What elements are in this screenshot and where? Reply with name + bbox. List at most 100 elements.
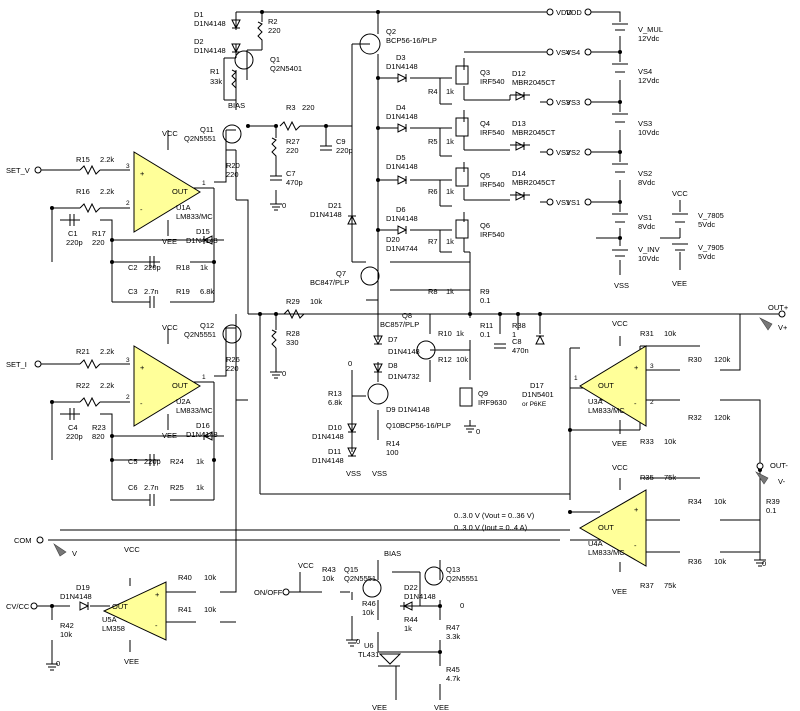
probe-markers: [53, 317, 773, 557]
svg-text:SET_V: SET_V: [6, 166, 30, 175]
svg-text:VS3: VS3: [638, 119, 652, 128]
svg-text:10k: 10k: [362, 608, 374, 617]
svg-text:D1N4148: D1N4148: [312, 432, 344, 441]
svg-text:D1N4148: D1N4148: [386, 214, 418, 223]
voltage-probe-icon: [755, 471, 769, 485]
svg-text:1k: 1k: [196, 457, 204, 466]
svg-text:75k: 75k: [664, 473, 676, 482]
svg-text:-: -: [634, 541, 637, 550]
svg-text:R30: R30: [688, 355, 702, 364]
svg-text:D11: D11: [328, 447, 341, 456]
svg-text:D17: D17: [530, 381, 544, 390]
svg-text:-: -: [634, 399, 637, 408]
svg-text:R23: R23: [92, 423, 106, 432]
svg-text:VS2: VS2: [556, 148, 570, 157]
svg-text:2: 2: [650, 399, 654, 406]
svg-text:1k: 1k: [446, 287, 454, 296]
svg-text:BC847/PLP: BC847/PLP: [310, 278, 349, 287]
svg-text:D19: D19: [76, 583, 90, 592]
svg-text:D1N4744: D1N4744: [386, 244, 418, 253]
svg-text:VS4: VS4: [556, 48, 570, 57]
svg-text:Q6: Q6: [480, 221, 490, 230]
svg-text:470n: 470n: [512, 346, 529, 355]
svg-text:OUT-: OUT-: [770, 461, 788, 470]
svg-text:220p: 220p: [144, 457, 161, 466]
svg-text:R24: R24: [170, 457, 184, 466]
svg-text:Q4: Q4: [480, 119, 490, 128]
svg-text:VDD: VDD: [566, 8, 582, 17]
svg-text:C6: C6: [128, 483, 138, 492]
svg-text:Q1: Q1: [270, 55, 280, 64]
svg-text:R20: R20: [226, 161, 240, 170]
svg-text:R22: R22: [76, 381, 90, 390]
svg-text:OUT: OUT: [598, 381, 614, 390]
svg-text:R46: R46: [362, 599, 376, 608]
svg-text:VS1: VS1: [556, 198, 570, 207]
svg-text:D14: D14: [512, 169, 526, 178]
svg-text:10k: 10k: [664, 437, 676, 446]
svg-text:V_7905: V_7905: [698, 243, 724, 252]
svg-text:8Vdc: 8Vdc: [638, 178, 655, 187]
svg-text:2.7n: 2.7n: [144, 287, 159, 296]
svg-text:U6: U6: [364, 641, 374, 650]
svg-text:IRF9630: IRF9630: [478, 398, 507, 407]
svg-text:470p: 470p: [286, 178, 303, 187]
svg-text:R5: R5: [428, 137, 438, 146]
svg-text:BIAS: BIAS: [384, 549, 401, 558]
svg-text:R34: R34: [688, 497, 702, 506]
voltage-probe-icon: [759, 317, 773, 331]
svg-text:R18: R18: [176, 263, 190, 272]
svg-text:6.8k: 6.8k: [200, 287, 214, 296]
svg-text:0: 0: [348, 359, 352, 368]
svg-text:IRF540: IRF540: [480, 128, 505, 137]
ports: SET_V SET_I COM CV/CC ON/OFF VDD VDD VS4…: [6, 8, 789, 611]
svg-text:10k: 10k: [322, 574, 334, 583]
svg-text:Q12: Q12: [200, 321, 214, 330]
svg-text:75k: 75k: [664, 581, 676, 590]
svg-text:R3: R3: [286, 103, 296, 112]
svg-text:220p: 220p: [66, 432, 83, 441]
svg-text:VS2: VS2: [638, 169, 652, 178]
svg-text:R12: R12: [438, 355, 452, 364]
svg-text:R38: R38: [512, 321, 526, 330]
svg-text:VEE: VEE: [672, 279, 687, 288]
svg-text:C2: C2: [128, 263, 138, 272]
svg-text:0..3.0 V (Vout = 0..36 V): 0..3.0 V (Vout = 0..36 V): [454, 511, 535, 520]
svg-text:VCC: VCC: [162, 129, 178, 138]
svg-text:2: 2: [126, 200, 130, 207]
svg-text:220p: 220p: [336, 146, 353, 155]
svg-text:220: 220: [226, 364, 239, 373]
svg-text:IRF540: IRF540: [480, 230, 505, 239]
svg-text:1k: 1k: [456, 329, 464, 338]
svg-text:MBR2045CT: MBR2045CT: [512, 128, 556, 137]
svg-text:10k: 10k: [310, 297, 322, 306]
svg-text:ON/OFF: ON/OFF: [254, 588, 283, 597]
svg-text:D1N5401: D1N5401: [522, 390, 554, 399]
svg-text:Q2N5551: Q2N5551: [344, 574, 376, 583]
svg-text:R8: R8: [428, 287, 438, 296]
svg-text:R44: R44: [404, 615, 418, 624]
svg-text:MBR2045CT: MBR2045CT: [512, 78, 556, 87]
svg-text:D10: D10: [328, 423, 342, 432]
svg-text:D1N4148: D1N4148: [386, 62, 418, 71]
svg-text:R21: R21: [76, 347, 90, 356]
svg-text:6.8k: 6.8k: [328, 398, 342, 407]
svg-text:2.2k: 2.2k: [100, 347, 114, 356]
svg-text:1k: 1k: [446, 137, 454, 146]
svg-text:33k: 33k: [210, 77, 222, 86]
svg-text:2.2k: 2.2k: [100, 381, 114, 390]
svg-text:R42: R42: [60, 621, 74, 630]
svg-text:MBR2045CT: MBR2045CT: [512, 178, 556, 187]
svg-text:330: 330: [286, 338, 299, 347]
svg-text:V_7805: V_7805: [698, 211, 724, 220]
voltage-probe-icon: [53, 543, 67, 557]
svg-text:D6: D6: [396, 205, 406, 214]
svg-text:R36: R36: [688, 557, 702, 566]
svg-text:0..3.0 V (Iout = 0..4 A): 0..3.0 V (Iout = 0..4 A): [454, 523, 528, 532]
svg-text:120k: 120k: [714, 413, 731, 422]
